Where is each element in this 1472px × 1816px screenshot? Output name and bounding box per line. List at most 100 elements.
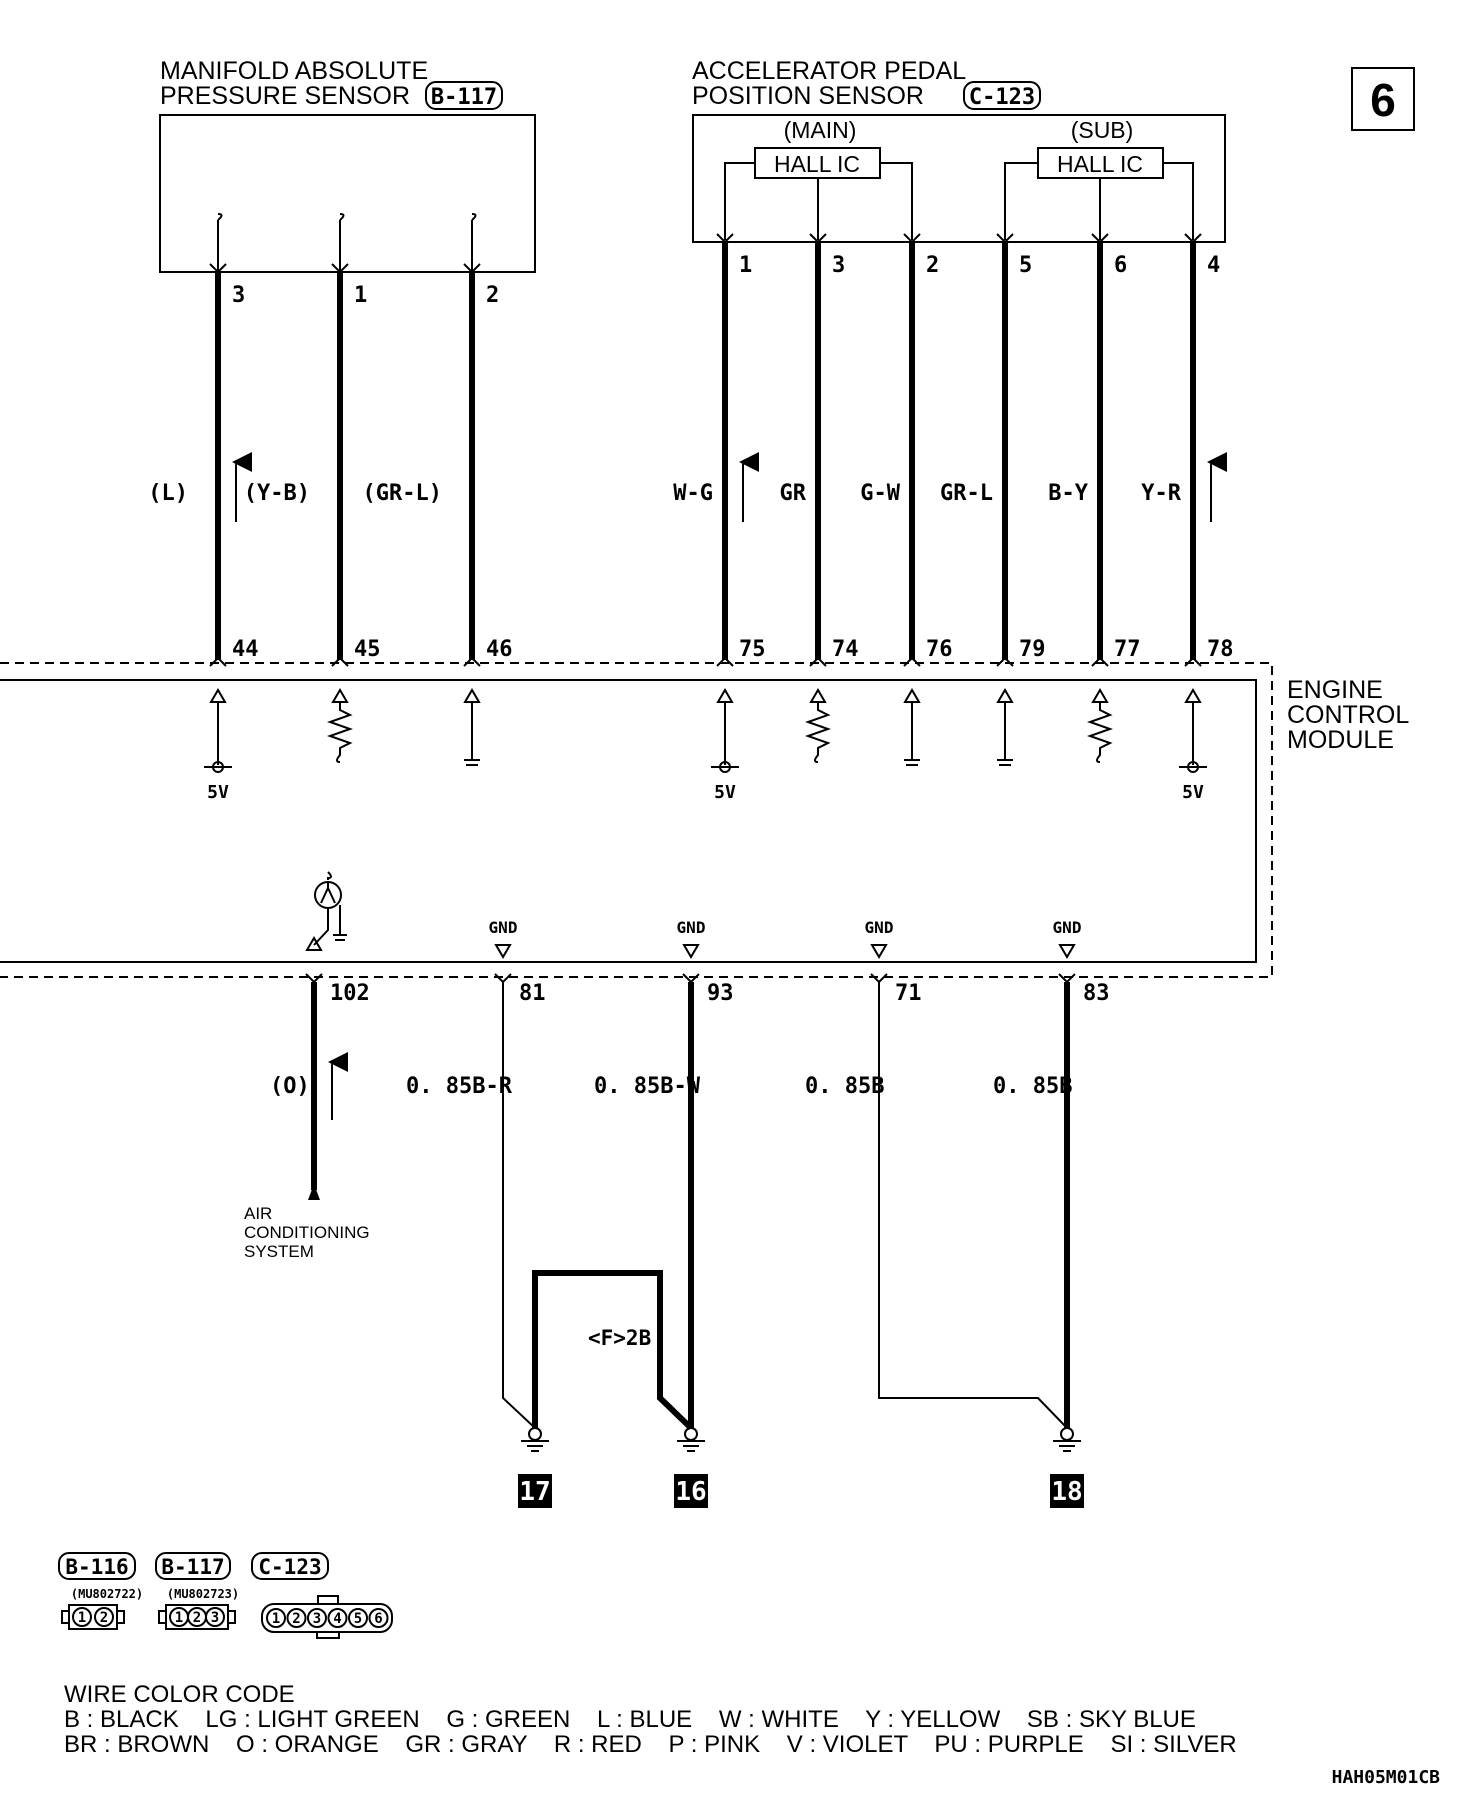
connector-pin — [266, 1608, 286, 1628]
ecm-gnd-83: GND — [1053, 918, 1082, 959]
wire-color-label: W-G — [673, 481, 713, 506]
connector-pin-number: 2 — [193, 1610, 201, 1626]
lower-wires: 102 (O) AIR CONDITIONING SYSTEM 81 0. 85… — [244, 973, 1110, 1508]
junction-label: <F>2B — [588, 1326, 651, 1350]
wire-color-label: (Y-B) — [244, 481, 310, 506]
junction-f2b: <F>2B — [532, 1270, 694, 1431]
connector-pin — [307, 1608, 327, 1628]
wire-102-ac: 102 (O) AIR CONDITIONING SYSTEM — [244, 973, 370, 1261]
connector-pin — [286, 1608, 307, 1628]
resistor-77 — [1086, 688, 1114, 763]
ground-46 — [463, 688, 481, 766]
supply-5v-78: 5V — [1179, 688, 1207, 803]
ecm-pin-label: 46 — [486, 637, 513, 662]
connector-id-b117: B-117 — [161, 1555, 224, 1579]
sensor-wire-group: 344(L)145(Y-B)246(GR-L)175W-G374GR276G-W… — [148, 213, 1234, 667]
ecm-pin-label: 77 — [1114, 637, 1141, 662]
wire-color-label: B-Y — [1048, 481, 1088, 506]
wire-color-102: (O) — [270, 1074, 310, 1099]
connector-pin-number: 5 — [354, 1611, 362, 1627]
map-sensor-box — [159, 114, 536, 273]
apps-wire-pin-1: 1 75 W-G — [673, 233, 766, 667]
hall-ic-sub-label: HALL IC — [1057, 151, 1143, 177]
ground-76 — [903, 688, 921, 766]
connector-pin — [327, 1608, 348, 1628]
sensor-pin-label: 3 — [232, 283, 245, 308]
sensor-pin-label: 6 — [1114, 253, 1127, 278]
wire-color-93: 0. 85B-W — [594, 1074, 701, 1099]
map-wire-pin-1: 145(Y-B) — [244, 213, 381, 667]
connector-pin-number: 3 — [211, 1610, 219, 1626]
apps-main-label: (MAIN) — [784, 117, 857, 143]
wire-color-legend: WIRE COLOR CODE B : BLACK LG : LIGHT GRE… — [64, 1681, 1237, 1758]
sensor-pin-label: 4 — [1207, 253, 1220, 278]
wire-83: 83 0. 85B — [993, 973, 1110, 1428]
transistor-102 — [305, 871, 347, 951]
wire-color-label: Y-R — [1141, 481, 1181, 506]
apps-sensor-box — [692, 114, 1226, 243]
hall-ic-main-label: HALL IC — [774, 151, 860, 177]
ecm-gnd-81: GND — [489, 918, 517, 959]
legend-row-1: B : BLACK LG : LIGHT GREEN G : GREEN L :… — [64, 1706, 1196, 1733]
connector-part-b117: (MU802723) — [167, 1587, 239, 1601]
map-wire-pin-3: 344(L) — [148, 213, 259, 667]
apps-sub-label: (SUB) — [1071, 117, 1134, 143]
map-sensor-title-line1: MANIFOLD ABSOLUTE — [160, 57, 428, 85]
ground-point-16: 16 — [674, 1427, 708, 1508]
apps-wire-pin-5: 5 79 GR-L — [940, 233, 1046, 667]
ecm-gnd-71: GND — [865, 918, 893, 959]
apps-title-line1: ACCELERATOR PEDAL — [692, 57, 966, 85]
page-number: 6 — [1370, 74, 1396, 126]
pin-label-81: 81 — [519, 981, 546, 1006]
sensor-pin-label: 2 — [926, 253, 939, 278]
connector-pin — [348, 1608, 368, 1628]
connector-pin-number: 4 — [333, 1611, 341, 1627]
wire-71: 71 0. 85B — [805, 973, 1068, 1429]
sensor-pin-label: 1 — [739, 253, 752, 278]
pin-label-83: 83 — [1083, 981, 1110, 1006]
sensor-pin-label: 5 — [1019, 253, 1032, 278]
wire-color-label: (GR-L) — [363, 481, 442, 506]
connector-id-b116: B-116 — [65, 1555, 128, 1579]
ecm-pin-label: 74 — [832, 637, 859, 662]
ecm-pin-label: 75 — [739, 637, 766, 662]
supply-label: 5V — [1182, 782, 1204, 803]
gnd-label: GND — [1053, 918, 1082, 937]
connector-id-c123: C-123 — [258, 1555, 321, 1579]
map-sensor-title-line2: PRESSURE SENSOR — [160, 82, 410, 110]
pin-label-71: 71 — [895, 981, 922, 1006]
page-number-box: 6 — [1351, 67, 1415, 131]
ecm-pin-label: 79 — [1019, 637, 1046, 662]
connector-pin-number: 6 — [374, 1611, 382, 1627]
ground-79 — [996, 688, 1014, 766]
legend-row-2: BR : BROWN O : ORANGE GR : GRAY R : RED … — [64, 1731, 1237, 1758]
pin-label-102: 102 — [330, 981, 370, 1006]
wire-color-label: (L) — [148, 481, 188, 506]
map-sensor: MANIFOLD ABSOLUTE PRESSURE SENSOR B-117 — [159, 57, 536, 273]
ground-point-18: 18 — [1050, 1427, 1084, 1508]
connector-pin — [205, 1607, 225, 1627]
ground-label-16: 16 — [675, 1477, 706, 1507]
ac-system-line2: CONDITIONING — [244, 1223, 370, 1242]
ecm-label-line3: MODULE — [1287, 726, 1394, 754]
wire-color-label: GR-L — [940, 481, 993, 506]
accelerator-pedal-sensor: ACCELERATOR PEDAL POSITION SENSOR C-123 … — [692, 57, 1226, 243]
ac-system-line1: AIR — [244, 1204, 272, 1223]
pin-label-93: 93 — [707, 981, 734, 1006]
wire-93: 93 0. 85B-W — [594, 973, 734, 1428]
ecm-pin-label: 78 — [1207, 637, 1234, 662]
connector-pin-number: 3 — [313, 1611, 321, 1627]
wire-81: 81 0. 85B-R — [406, 973, 546, 1429]
map-connector-label: B-117 — [431, 85, 497, 110]
gnd-label: GND — [677, 918, 706, 937]
ecm-outline: ENGINE CONTROL MODULE — [0, 662, 1409, 978]
supply-5v-75: 5V — [711, 688, 739, 803]
ground-label-17: 17 — [519, 1477, 550, 1507]
drawing-code: HAH05M01CB — [1332, 1767, 1441, 1788]
